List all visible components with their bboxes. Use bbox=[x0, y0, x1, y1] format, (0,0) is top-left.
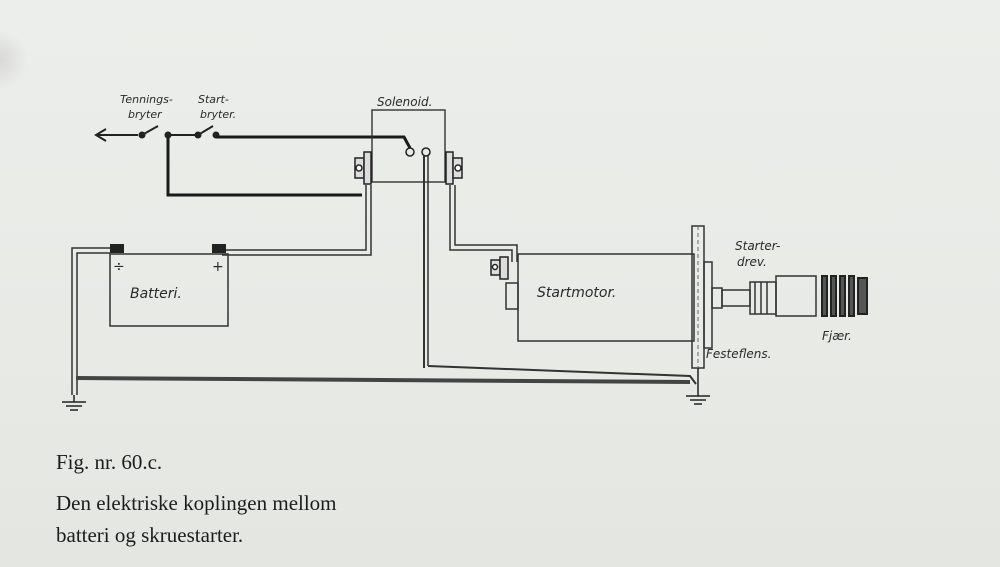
spring bbox=[821, 275, 868, 317]
starter-drive bbox=[711, 275, 817, 317]
figure-caption: Den elektriske koplingen mellom batteri … bbox=[56, 487, 516, 551]
spring-label: Fjær. bbox=[822, 329, 852, 343]
motor-terminal bbox=[490, 256, 509, 280]
battery-positive-post bbox=[212, 244, 226, 253]
ground-symbol-right bbox=[686, 368, 710, 405]
solenoid-to-motor-cable bbox=[449, 185, 513, 262]
solenoid-right-terminal bbox=[445, 151, 463, 185]
starter-drive-label: Starter- drev. bbox=[735, 239, 784, 269]
solenoid-box bbox=[371, 109, 446, 183]
flange-label: Festeflens. bbox=[706, 347, 771, 361]
switch-to-solenoid-wire bbox=[216, 135, 412, 149]
battery-negative-cable bbox=[71, 247, 110, 395]
ground-symbol-left bbox=[62, 395, 86, 411]
ignition-feed-wire bbox=[166, 137, 362, 197]
caption-line-1: Den elektriske koplingen mellom bbox=[56, 491, 337, 515]
battery-positive-cable bbox=[222, 185, 367, 251]
figure-number: Fig. nr. 60.c. bbox=[56, 450, 163, 474]
starter-motor-label: Startmotor. bbox=[537, 285, 616, 301]
battery-label: Batteri. bbox=[130, 286, 182, 302]
ground-strap bbox=[75, 376, 691, 384]
wiring-diagram: Tennings- bryter Start- bryter. Solenoid… bbox=[62, 93, 868, 411]
battery-plus-sign: + bbox=[212, 259, 224, 275]
start-switch-label: Start- bryter. bbox=[198, 93, 236, 121]
battery-box bbox=[109, 253, 229, 327]
solenoid-label: Solenoid. bbox=[377, 95, 432, 109]
arrow-icon bbox=[94, 128, 138, 142]
page-edge-shadow bbox=[0, 30, 28, 90]
start-switch bbox=[194, 125, 220, 139]
ignition-switch bbox=[138, 125, 195, 139]
solenoid-center-terminal bbox=[421, 147, 431, 368]
solenoid-left-terminal bbox=[354, 151, 372, 185]
ignition-switch-label: Tennings- bryter bbox=[120, 93, 176, 121]
battery-negative-post bbox=[110, 244, 124, 253]
caption-line-2: batteri og skruestarter. bbox=[56, 523, 244, 547]
battery-minus-sign: ÷ bbox=[113, 259, 125, 275]
